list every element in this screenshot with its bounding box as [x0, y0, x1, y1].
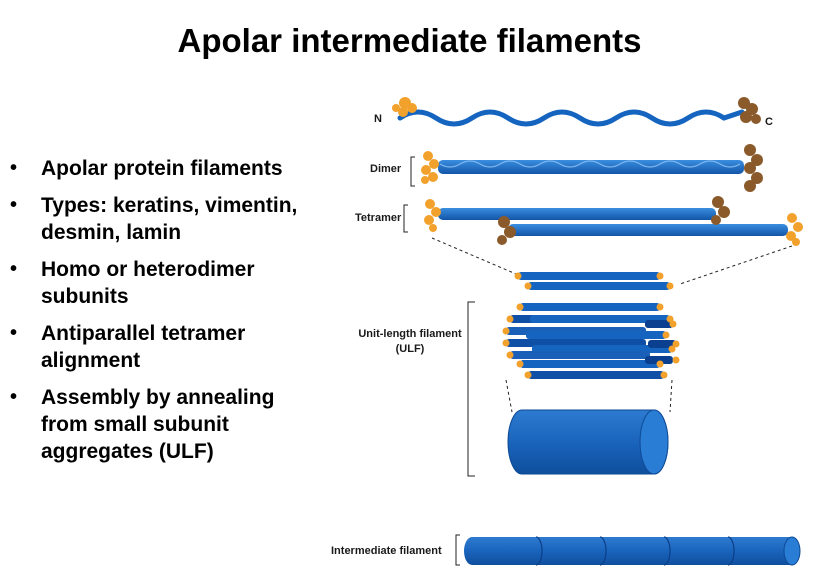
ulf-bracket: [467, 301, 475, 477]
monomer: [392, 97, 761, 127]
bullet-text: desmin, lamin: [41, 221, 182, 244]
bullet-dot: •: [10, 157, 18, 179]
bullet-text: Apolar protein filaments: [41, 157, 283, 180]
n-terminus-label: N: [374, 113, 382, 125]
tetramer-rod-top: [438, 208, 716, 220]
bullet-item: • Homo or heterodimer subunits: [10, 256, 340, 310]
bullet-item: • Types: keratins, vimentin, desmin, lamin: [10, 192, 340, 246]
ulf-label: Unit-length filament (ULF): [354, 327, 466, 357]
tetramer-head-left-icon: [424, 199, 441, 232]
bullet-text: Types: keratins, vimentin,: [41, 194, 298, 217]
slide-title: Apolar intermediate filaments: [177, 22, 642, 59]
monomer-rod: [397, 109, 745, 127]
bullet-dot: •: [10, 258, 18, 280]
bullet-item: • Apolar protein filaments: [10, 155, 340, 182]
tetramer-rod-bottom: [508, 224, 788, 236]
bullet-text: Homo or heterodimer: [41, 258, 255, 281]
simplified-tetramer: [514, 272, 674, 290]
intermediate-filament: [455, 534, 801, 566]
dimer-bracket: [410, 156, 415, 187]
c-terminus-label: C: [765, 116, 773, 128]
bullet-text: aggregates (ULF): [41, 440, 214, 463]
ulf-heads-icon: [502, 303, 680, 379]
ulf-label-line1: Unit-length filament: [358, 328, 462, 340]
tetramer-head-right-icon: [786, 213, 803, 246]
guide-line: [505, 379, 513, 413]
bullet-item: • Antiparallel tetramer alignment: [10, 320, 340, 374]
intermediate-filament-label: Intermediate filament: [331, 545, 442, 557]
bullet-text: subunits: [41, 285, 129, 308]
tetramer-tail-left-icon: [497, 216, 516, 245]
dimer-coil: [439, 160, 741, 168]
dimer-head-icon: [421, 151, 439, 184]
tetramer-bracket: [403, 204, 408, 233]
tetramer-tail-right-icon: [711, 196, 730, 225]
ulf-label-line2: (ULF): [395, 343, 425, 355]
bullet-text: from small subunit: [41, 413, 229, 436]
c-tail-icon: [738, 97, 761, 124]
bullet-dot: •: [10, 322, 18, 344]
bullet-dot: •: [10, 194, 18, 216]
dimer-tail-icon: [744, 144, 763, 192]
bullet-text: Antiparallel tetramer: [41, 322, 246, 345]
dimer-rod: [438, 160, 744, 174]
ulf-cylinder: [507, 409, 669, 475]
bullet-text: alignment: [41, 349, 141, 372]
dimer: [410, 144, 763, 192]
bullet-list: • Apolar protein filaments • Types: kerati…: [10, 155, 340, 475]
guide-line: [679, 245, 793, 285]
bullet-dot: •: [10, 386, 18, 408]
tetramer-label: Tetramer: [355, 212, 402, 224]
dimer-label: Dimer: [370, 163, 402, 175]
ulf-bundle: [502, 303, 680, 379]
if-bracket: [455, 534, 460, 566]
n-head-icon: [392, 97, 417, 117]
tetramer: [403, 196, 803, 246]
bullet-item: • Assembly by annealing from small subunit…: [10, 384, 340, 465]
guide-line: [669, 379, 673, 413]
bullet-text: Assembly by annealing: [41, 386, 275, 409]
